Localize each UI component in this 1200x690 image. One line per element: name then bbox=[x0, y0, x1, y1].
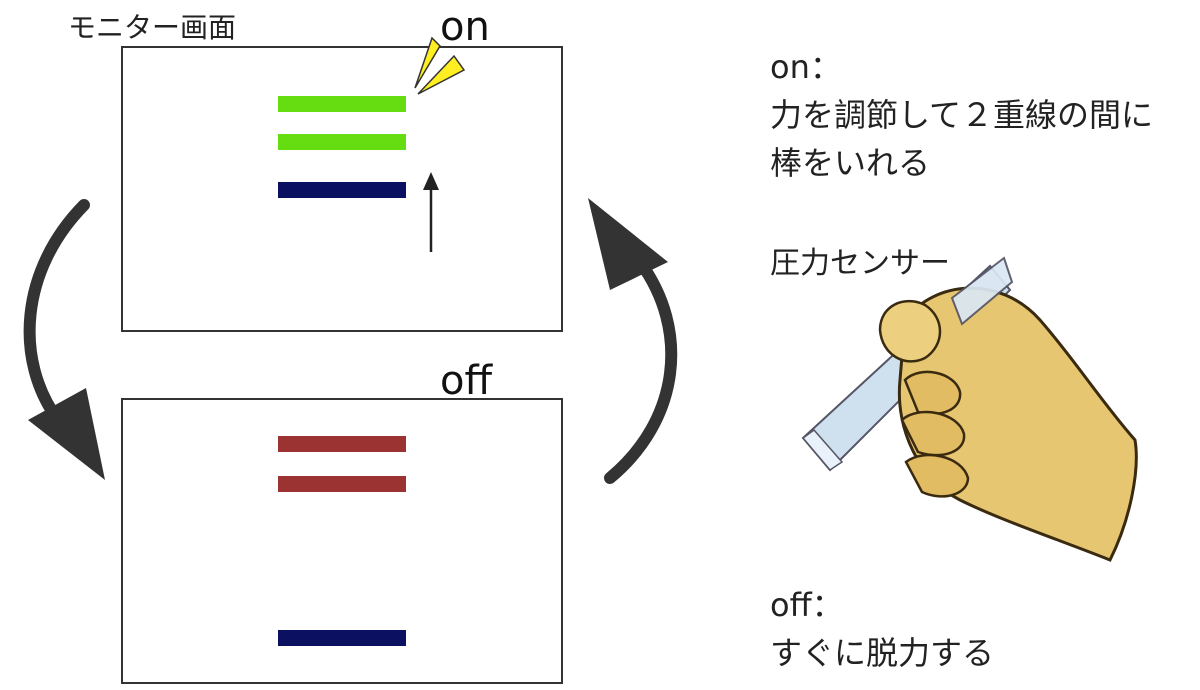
off-description-title: off： bbox=[770, 586, 844, 624]
target-line-upper-off bbox=[278, 436, 406, 452]
off-state-label: off bbox=[440, 358, 493, 404]
force-indicator-bar-on bbox=[278, 182, 406, 198]
monitor-screen-on bbox=[121, 46, 563, 332]
on-state-label: on bbox=[440, 4, 490, 50]
spark-icon bbox=[414, 36, 466, 95]
target-line-lower-off bbox=[278, 476, 406, 492]
monitor-screen-off bbox=[121, 398, 563, 684]
force-indicator-bar-off bbox=[278, 630, 406, 646]
cycle-arrow-up-icon bbox=[588, 198, 678, 484]
on-description-line1: 力を調節して２重線の間に bbox=[770, 96, 1154, 134]
on-description-line2: 棒をいれる bbox=[770, 144, 931, 182]
monitor-title: モニター画面 bbox=[68, 11, 237, 44]
off-description-line1: すぐに脱力する bbox=[770, 634, 995, 672]
on-description-title: on： bbox=[770, 48, 842, 86]
hand-with-pressure-sensor-icon bbox=[801, 256, 1138, 562]
cycle-arrow-down-icon bbox=[23, 199, 105, 480]
up-arrow-icon bbox=[423, 172, 439, 252]
target-line-lower-on bbox=[278, 134, 406, 150]
pressure-sensor-label: 圧力センサー bbox=[770, 246, 950, 281]
target-line-upper-on bbox=[278, 96, 406, 112]
